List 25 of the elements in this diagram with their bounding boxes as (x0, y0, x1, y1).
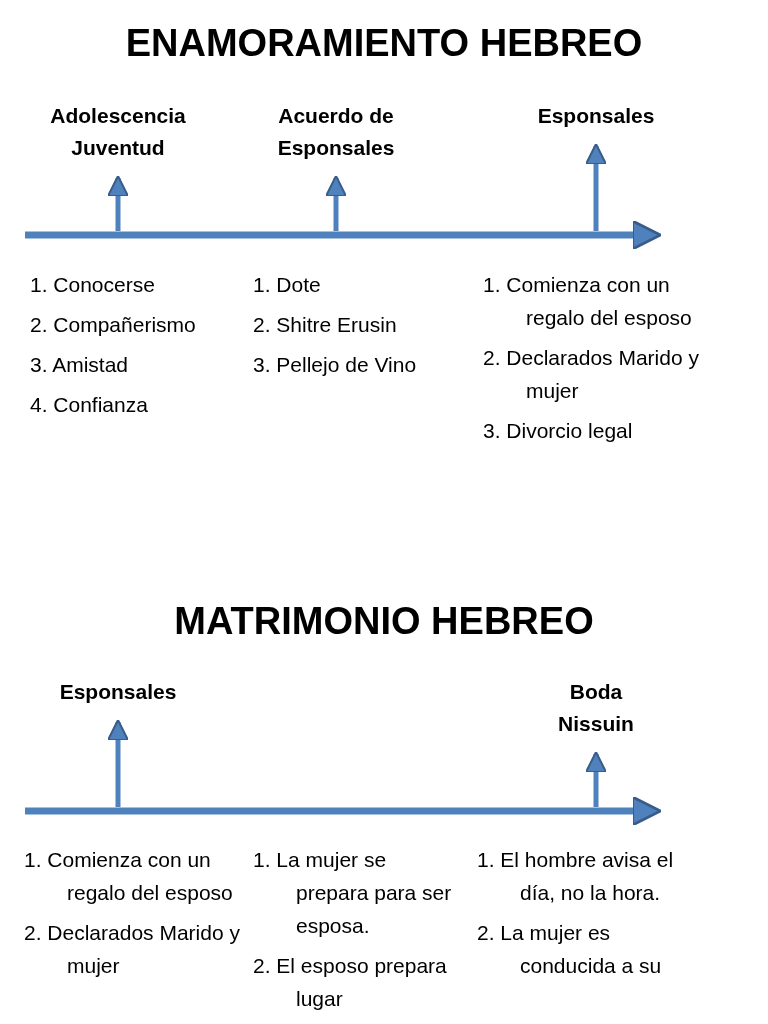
list-item: 2. Declarados Marido y mujer (483, 345, 700, 404)
diagram-title: ENAMORAMIENTO HEBREO (124, 22, 644, 65)
list-item: 2. Declarados Marido y mujer (24, 920, 241, 979)
list-item: 1. Dote (253, 272, 322, 298)
list-item: 1. La mujer se prepara para ser esposa. (253, 847, 453, 939)
list-item: 2. Shitre Erusin (253, 312, 398, 338)
arrow (585, 143, 607, 231)
event-label: Adolescencia Juventud (18, 100, 218, 164)
arrow (107, 719, 129, 807)
arrow (325, 175, 347, 231)
list-item: 3. Divorcio legal (483, 418, 634, 444)
arrow (585, 751, 607, 807)
event-label: Boda Nissuin (546, 676, 646, 740)
event-label: Acuerdo de Esponsales (256, 100, 416, 164)
event-label: Esponsales (516, 100, 676, 132)
list-item: 1. El hombre avisa el día, no la hora. (477, 847, 675, 906)
list-item: 4. Confianza (30, 392, 149, 418)
arrow (107, 175, 129, 231)
event-label: Esponsales (38, 676, 198, 708)
list-item: 1. Comienza con un regalo del esposo (24, 847, 234, 906)
list-item: 1. Comienza con un regalo del esposo (483, 272, 693, 331)
section-heading: MATRIMONIO HEBREO (173, 600, 595, 643)
list-item: 2. La mujer es conducida a su (477, 920, 663, 979)
list-item: 2. El esposo prepara lugar (253, 953, 448, 1012)
list-item: 3. Pellejo de Vino (253, 352, 418, 378)
